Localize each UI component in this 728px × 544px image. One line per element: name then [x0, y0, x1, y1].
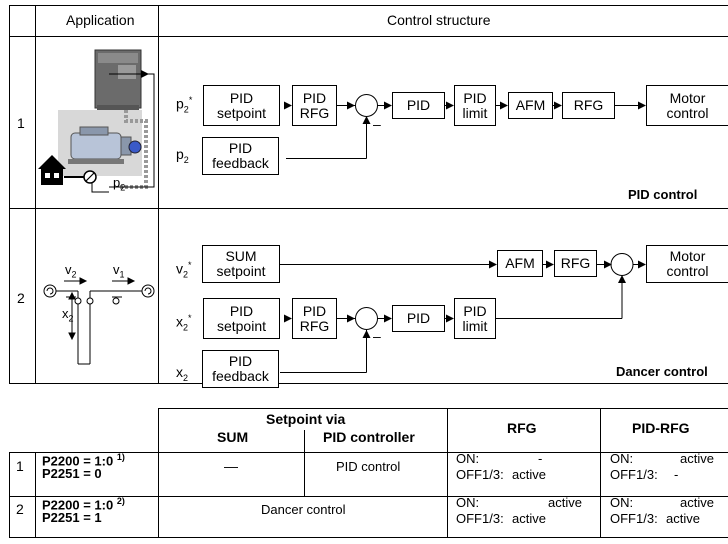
row1-afm-block: AFM	[508, 92, 553, 119]
row2-x2-feedback-label: x2	[176, 364, 189, 383]
row2-rfg-off-key: OFF1/3:	[456, 511, 504, 526]
row1-rfg-off-key: OFF1/3:	[456, 467, 504, 482]
row1-p2-feedback-label: p2	[176, 146, 189, 165]
left-roller-icon	[43, 284, 57, 298]
header-application: Application	[66, 12, 135, 28]
row1-pid-value: PID control	[336, 459, 401, 474]
dancer-application-illustration	[43, 277, 155, 365]
app-v2-label: v2	[65, 262, 77, 280]
right-roller-icon	[141, 284, 155, 298]
row1-rfg-on-value: -	[538, 451, 543, 466]
bottom-row-number-1: 1	[16, 458, 24, 474]
row1-p2-setpoint-label: p2*	[176, 95, 193, 115]
row2-rfg-off-value: active	[512, 511, 546, 526]
row1-param-p2251: P2251 = 0	[42, 466, 102, 481]
app-v1-label: v1	[113, 262, 125, 280]
inverter-icon	[94, 49, 142, 111]
rfg-column-header: RFG	[507, 420, 537, 436]
dancer-control-diagram-lines	[280, 253, 646, 373]
row2-minus-sign: –	[373, 328, 381, 344]
pid-controller-column-header: PID controller	[323, 429, 415, 445]
row2-pidrfg-off-value: active	[666, 511, 700, 526]
row1-pidrfg-off-value: -	[674, 467, 679, 482]
row1-param-p2200: P2200 = 1:0 1)	[42, 452, 125, 469]
setpoint-via-header: Setpoint via	[266, 411, 346, 427]
row1-rfg-off-value: active	[512, 467, 546, 482]
row1-rfg-on-key: ON:	[456, 451, 480, 466]
row2-param-p2251: P2251 = 1	[42, 510, 102, 525]
header-control-structure: Control structure	[387, 12, 491, 28]
row1-pidrfg-on-key: ON:	[610, 451, 634, 466]
row2-rfg-on-key: ON:	[456, 495, 480, 510]
row1-pid-block: PID	[392, 92, 445, 119]
row1-pidrfg-off-key: OFF1/3:	[610, 467, 658, 482]
sum-column-header: SUM	[217, 429, 249, 445]
row2-pidrfg-on-key: ON:	[610, 495, 634, 510]
bottom-table-grid	[9, 408, 728, 538]
pump-pressure-label: p2	[113, 175, 126, 193]
row2-pid-block: PID	[392, 305, 445, 332]
bottom-row-number-2: 2	[16, 501, 24, 517]
row2-rfg-on-value: active	[548, 495, 582, 510]
pid-control-diagram-lines	[284, 94, 646, 159]
row-number-2: 2	[17, 290, 25, 306]
row1-pidrfg-on-value: active	[680, 451, 714, 466]
pressure-sensor-icon	[83, 170, 97, 184]
row2-pidrfg-off-key: OFF1/3:	[610, 511, 658, 526]
row1-rfg-block: RFG	[562, 92, 615, 119]
row2-v2-setpoint-label: v2*	[176, 260, 192, 280]
motor-pump-icon	[68, 126, 142, 164]
row1-minus-sign: –	[373, 116, 381, 132]
house-icon	[38, 155, 66, 185]
row2-param-p2200: P2200 = 1:0 2)	[42, 496, 125, 513]
row1-sum-value: —	[224, 458, 238, 474]
app-x2-label: x2	[62, 306, 74, 324]
row2-dancer-control-value: Dancer control	[261, 502, 346, 517]
top-table-grid	[9, 5, 728, 384]
row2-x2-setpoint-label: x2*	[176, 313, 192, 333]
row2-pidrfg-on-value: active	[680, 495, 714, 510]
row-number-1: 1	[17, 115, 25, 131]
row1-pid-control-title: PID control	[628, 187, 698, 202]
pid-rfg-column-header: PID-RFG	[632, 420, 690, 436]
row2-rfg-block: RFG	[554, 250, 597, 277]
pump-application-illustration	[38, 49, 155, 193]
row2-dancer-control-title: Dancer control	[616, 364, 708, 379]
row2-afm-block: AFM	[497, 250, 543, 277]
